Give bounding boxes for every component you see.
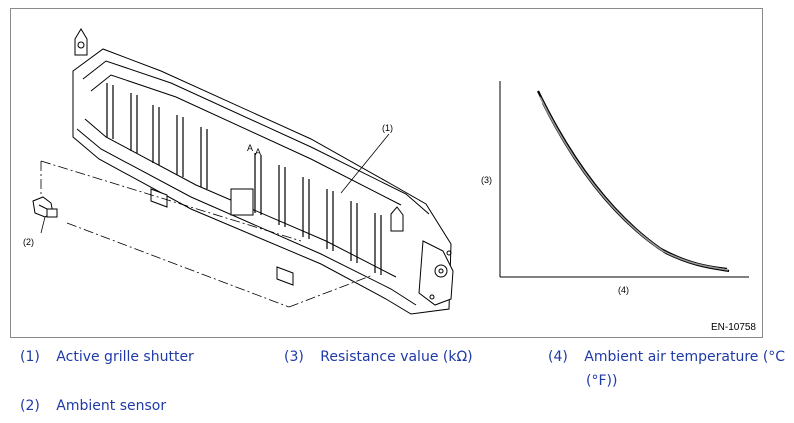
svg-text:A: A	[247, 143, 253, 153]
callout-4-label: (4)	[618, 285, 629, 295]
dashed-guide-lines	[40, 160, 374, 308]
diagram-frame: A A (1) (2) (3)	[10, 8, 763, 338]
callout-leaders	[40, 133, 390, 234]
legend-item-2: (2) Ambient sensor	[20, 395, 166, 417]
legend-item-1-number: (1)	[20, 349, 40, 365]
resistance-curve-lower	[542, 102, 730, 273]
legend-item-2-number: (2)	[20, 398, 40, 414]
active-grille-shutter-drawing: A A	[72, 28, 454, 315]
legend-item-2-text: Ambient sensor	[56, 398, 167, 414]
legend-item-4-text: Ambient air temperature (°C	[584, 349, 786, 365]
resistance-curve-upper	[537, 90, 728, 271]
legend-item-4: (4) Ambient air temperature (°C	[548, 346, 785, 368]
legend-item-1-text: Active grille shutter	[56, 349, 194, 365]
diagram-svg: A A (1) (2) (3)	[23, 28, 749, 315]
callout-1-label: (1)	[382, 123, 393, 133]
resistance-temperature-graph	[499, 81, 749, 278]
legend-item-4-number: (4)	[548, 349, 568, 365]
ambient-sensor-drawing	[32, 196, 58, 218]
callout-3-label: (3)	[481, 175, 492, 185]
svg-text:A: A	[255, 147, 261, 157]
figure-id: EN-10758	[710, 322, 756, 333]
callout-2-label: (2)	[23, 237, 34, 247]
legend-item-3: (3) Resistance value (kΩ)	[284, 346, 473, 368]
legend-item-4-continuation: (°F))	[586, 373, 618, 389]
legend-item-3-number: (3)	[284, 349, 304, 365]
legend-item-1: (1) Active grille shutter	[20, 346, 194, 368]
legend-item-3-text: Resistance value (kΩ)	[320, 349, 473, 365]
